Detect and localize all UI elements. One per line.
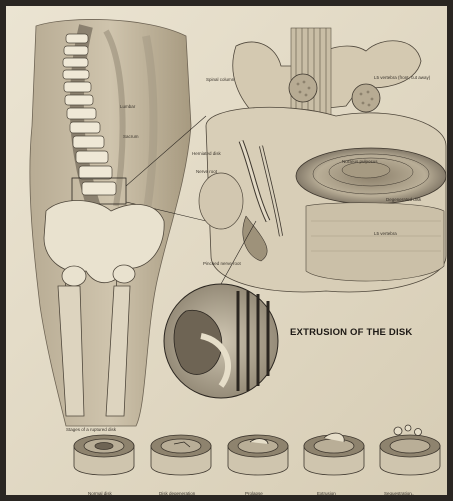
label-herniated-disk: Herniated disk: [192, 151, 221, 156]
stage-normal-disk: [74, 435, 134, 475]
label-degenerated-disk: Degenerated disk: [386, 197, 421, 202]
stages-caption: Stages of a ruptured disk: [66, 427, 116, 432]
label-nerve-root: Nerve root: [196, 169, 217, 174]
stage-disk-degeneration: [151, 435, 211, 475]
label-pinched-nerve-root: Pinched nerve root: [203, 261, 241, 266]
illustration-credit: Ill.: [411, 493, 415, 498]
figure-title: EXTRUSION OF THE DISK: [290, 327, 412, 338]
stage-label-prolapse: Prolapse: [245, 491, 263, 496]
stage-label-sequestration: Sequestration: [384, 491, 412, 496]
label-l5-vertebra-body: L5 vertebra: [374, 231, 397, 236]
label-nucleus-pulposus: Nucleus pulposus: [342, 159, 378, 164]
stage-extrusion: [304, 433, 364, 475]
stage-prolapse: [228, 435, 288, 475]
label-l5-vertebra: L5 vertebra (front, cut away): [374, 75, 444, 80]
vertebra-detail: [199, 28, 446, 292]
label-sacrum: Sacrum: [123, 134, 139, 139]
label-lumbar: Lumbar: [120, 104, 135, 109]
stage-label-extrusion: Extrusion: [317, 491, 336, 496]
stage-label-degeneration: Disk degeneration: [159, 491, 195, 496]
stage-label-normal: Normal disk: [88, 491, 112, 496]
label-spinal-column: Spinal column: [206, 77, 234, 82]
